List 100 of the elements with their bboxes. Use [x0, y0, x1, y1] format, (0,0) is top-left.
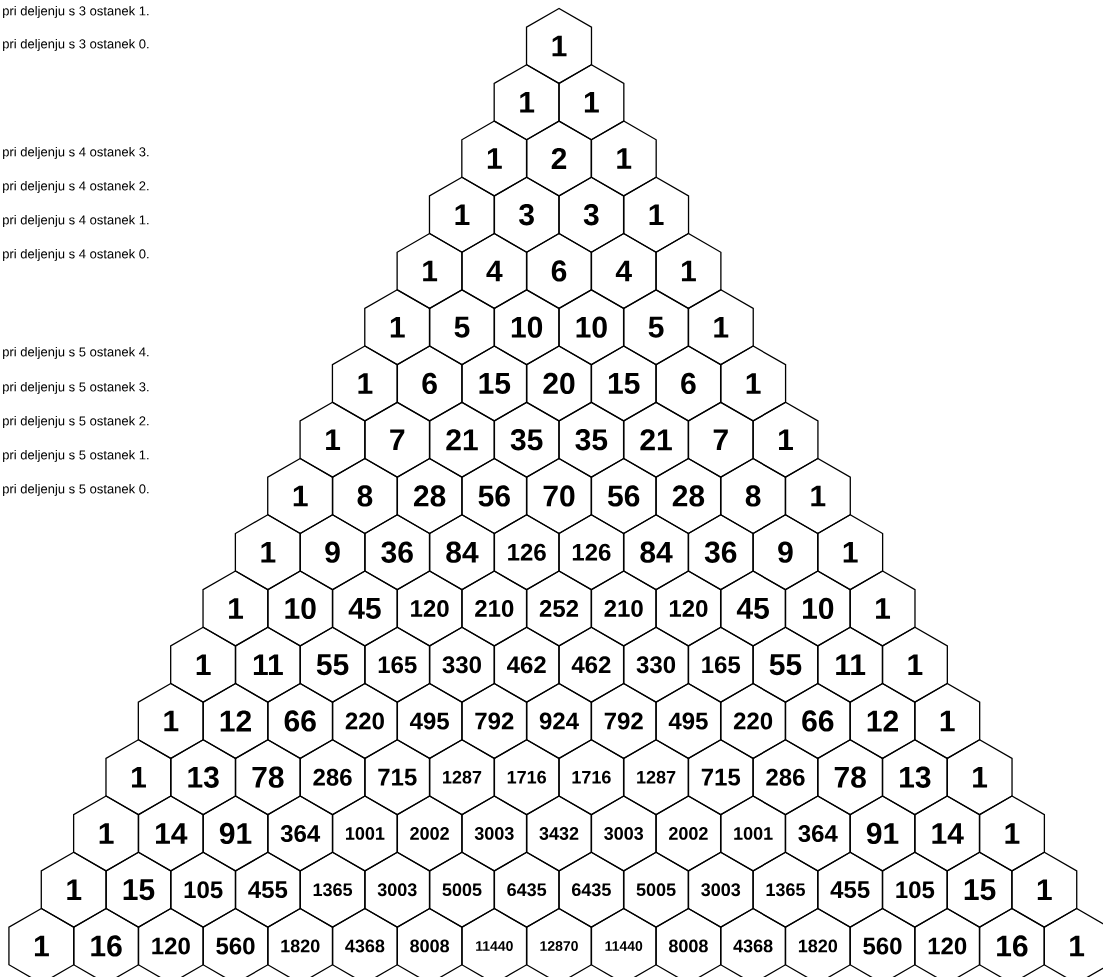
- number-hexagon: 1: [622, 176, 690, 253]
- number-hexagon: 10: [784, 570, 851, 647]
- number-hexagon: 8008: [655, 907, 722, 977]
- number-hexagon: 462: [558, 626, 625, 703]
- number-hexagon: 330: [622, 626, 690, 703]
- number-hexagon: 91: [202, 795, 269, 872]
- number-hexagon: 1: [590, 120, 657, 197]
- number-hexagon: 36: [687, 514, 754, 591]
- number-hexagon: 55: [752, 626, 819, 703]
- number-hexagon: 1365: [752, 851, 819, 928]
- number-hexagon: 924: [525, 682, 593, 760]
- number-hexagon: 364: [784, 795, 851, 872]
- number-hexagon: 10: [493, 289, 560, 366]
- number-hexagon: 120: [655, 570, 722, 647]
- number-hexagon: 462: [493, 626, 560, 703]
- number-hexagon: 1820: [267, 907, 334, 977]
- number-hexagon: 1: [331, 345, 399, 422]
- number-hexagon: 1: [428, 176, 496, 253]
- number-hexagon: 21: [428, 401, 496, 478]
- number-hexagon: 120: [137, 907, 204, 977]
- number-hexagon: 11440: [590, 907, 657, 977]
- number-hexagon: 12: [202, 682, 269, 760]
- number-hexagon: 66: [784, 682, 851, 760]
- number-hexagon: 11440: [461, 907, 528, 977]
- note-text: pri deljenju s 5 ostanek 2.: [3, 415, 149, 429]
- number-hexagon: 1: [525, 7, 593, 85]
- number-hexagon: 8008: [396, 907, 463, 977]
- number-hexagon: 11: [234, 626, 301, 703]
- number-hexagon: 20: [525, 345, 593, 422]
- number-hexagon: 1365: [299, 851, 366, 928]
- number-hexagon: 165: [364, 626, 431, 703]
- number-hexagon: 12: [849, 682, 916, 760]
- number-hexagon: 9: [299, 514, 366, 591]
- number-hexagon: 1: [461, 120, 528, 197]
- note-text: pri deljenju s 5 ostanek 0.: [3, 483, 149, 497]
- number-hexagon: 1001: [720, 795, 787, 872]
- number-hexagon: 16: [72, 907, 140, 977]
- number-hexagon: 1: [40, 851, 107, 928]
- number-hexagon: 14: [914, 795, 981, 872]
- number-hexagon: 6: [655, 345, 722, 422]
- number-hexagon: 220: [720, 682, 787, 760]
- number-hexagon: 1716: [493, 739, 560, 816]
- number-hexagon: 1: [849, 570, 916, 647]
- number-hexagon: 1: [170, 626, 237, 703]
- number-hexagon: 1: [234, 514, 301, 591]
- number-hexagon: 1: [752, 401, 819, 478]
- number-hexagon: 4: [461, 232, 528, 310]
- number-hexagon: 5: [428, 289, 496, 366]
- number-hexagon: 1287: [428, 739, 496, 816]
- number-hexagon: 1: [817, 514, 884, 591]
- number-hexagon: 78: [234, 739, 301, 816]
- number-hexagon: 2002: [655, 795, 722, 872]
- note-text: pri deljenju s 4 ostanek 2.: [3, 180, 149, 194]
- number-hexagon: 8: [720, 457, 787, 535]
- number-hexagon: 715: [364, 739, 431, 816]
- number-hexagon: 66: [267, 682, 334, 760]
- number-hexagon: 4368: [720, 907, 787, 977]
- number-hexagon: 210: [461, 570, 528, 647]
- number-hexagon: 4368: [331, 907, 399, 977]
- number-hexagon: 1: [8, 907, 75, 977]
- note-text: pri deljenju s 5 ostanek 1.: [3, 449, 149, 463]
- number-hexagon: 330: [428, 626, 496, 703]
- number-hexagon: 56: [590, 457, 657, 535]
- number-hexagon: 15: [590, 345, 657, 422]
- number-hexagon: 5: [622, 289, 690, 366]
- note-text: pri deljenju s 3 ostanek 1.: [3, 5, 149, 19]
- number-hexagon: 1001: [331, 795, 399, 872]
- number-hexagon: 11: [817, 626, 884, 703]
- number-hexagon: 3: [493, 176, 560, 253]
- number-hexagon: 13: [170, 739, 237, 816]
- number-hexagon: 120: [914, 907, 981, 977]
- number-hexagon: 14: [137, 795, 204, 872]
- number-hexagon: 3003: [364, 851, 431, 928]
- number-hexagon: 3003: [590, 795, 657, 872]
- note-text: pri deljenju s 3 ostanek 0.: [3, 38, 149, 52]
- number-hexagon: 495: [396, 682, 463, 760]
- number-hexagon: 1: [946, 739, 1013, 816]
- note-text: pri deljenju s 4 ostanek 1.: [3, 214, 149, 228]
- number-hexagon: 84: [622, 514, 690, 591]
- number-hexagon: 455: [817, 851, 884, 928]
- number-hexagon: 1: [720, 345, 787, 422]
- number-hexagon: 1: [914, 682, 981, 760]
- number-hexagon: 2002: [396, 795, 463, 872]
- note-text: pri deljenju s 4 ostanek 0.: [3, 248, 149, 262]
- number-hexagon: 3003: [461, 795, 528, 872]
- number-hexagon: 495: [655, 682, 722, 760]
- number-hexagon: 78: [817, 739, 884, 816]
- number-hexagon: 1: [655, 232, 722, 310]
- number-hexagon: 1: [396, 232, 463, 310]
- number-hexagon: 455: [234, 851, 301, 928]
- number-hexagon: 364: [267, 795, 334, 872]
- number-hexagon: 1: [105, 739, 172, 816]
- number-hexagon: 560: [202, 907, 269, 977]
- number-hexagon: 210: [590, 570, 657, 647]
- number-hexagon: 35: [493, 401, 560, 478]
- number-hexagon: 792: [461, 682, 528, 760]
- number-hexagon: 1: [267, 457, 334, 535]
- number-hexagon: 56: [461, 457, 528, 535]
- number-hexagon: 5005: [622, 851, 690, 928]
- number-hexagon: 1820: [784, 907, 851, 977]
